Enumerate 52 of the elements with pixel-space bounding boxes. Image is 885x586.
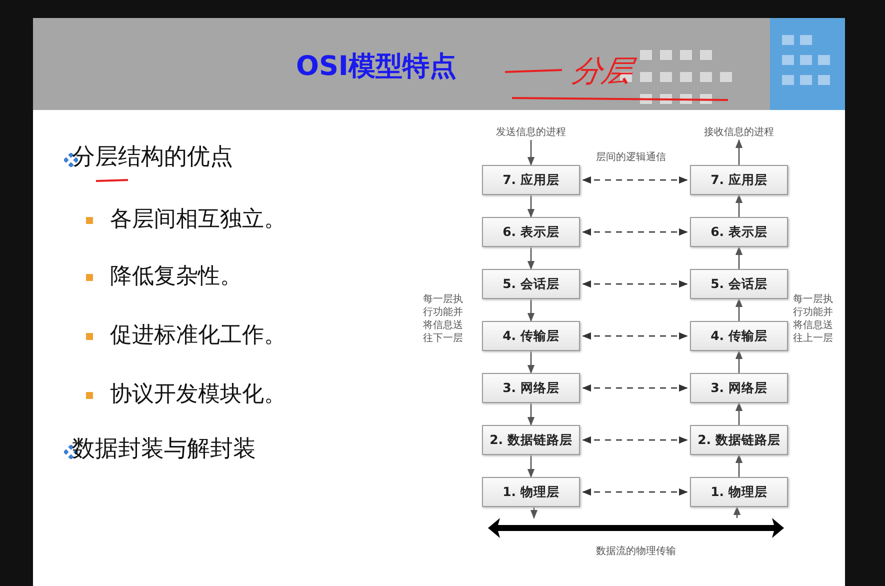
layer-box: 3. 网络层 — [482, 373, 580, 403]
layer-box: 2. 数据链路层 — [690, 425, 788, 455]
dashed-arrow — [582, 384, 688, 392]
sub-bullet-text: 协议开发模块化。 — [110, 381, 286, 409]
arrow — [735, 402, 743, 425]
sub-bullet-text: 促进标准化工作。 — [110, 322, 286, 350]
annotation-text: 层间的逻辑通信 — [596, 151, 666, 164]
dashed-arrow — [582, 176, 688, 184]
dashed-arrow — [582, 436, 688, 444]
arrow — [527, 351, 535, 374]
arrow — [527, 403, 535, 426]
process-label: 发送信息的进程 — [476, 124, 586, 140]
process-label: 接收信息的进程 — [684, 124, 794, 140]
arrow — [735, 298, 743, 321]
arrow — [735, 454, 743, 477]
side-note: 每一层执行功能并将信息送往上一层 — [793, 293, 833, 345]
layer-box: 5. 会话层 — [482, 269, 580, 299]
arrow — [735, 246, 743, 269]
arrow — [733, 506, 741, 518]
slide-title: OSI模型特点 — [296, 50, 456, 84]
sub-bullet-text: 降低复杂性。 — [110, 263, 242, 291]
bullet-text: 分层结构的优点 — [72, 143, 233, 172]
dashed-arrow — [582, 228, 688, 236]
layer-box: 7. 应用层 — [482, 165, 580, 195]
layer-box: 5. 会话层 — [690, 269, 788, 299]
layer-box: 4. 传输层 — [482, 321, 580, 351]
arrow — [527, 140, 535, 166]
arrow — [527, 195, 535, 218]
arrow — [530, 507, 538, 519]
arrow — [527, 299, 535, 322]
layer-box: 1. 物理层 — [690, 477, 788, 507]
sub-bullet-text: 各层间相互独立。 — [110, 206, 286, 234]
layer-box: 1. 物理层 — [482, 477, 580, 507]
caption-text: 数据流的物理传输 — [595, 544, 677, 558]
arrow — [735, 350, 743, 373]
layer-box: 6. 表示层 — [482, 217, 580, 247]
side-note: 每一层执行功能并将信息送往下一层 — [423, 293, 463, 345]
layer-box: 2. 数据链路层 — [482, 425, 580, 455]
dashed-arrow — [582, 280, 688, 288]
layer-box: 4. 传输层 — [690, 321, 788, 351]
layer-box: 7. 应用层 — [690, 165, 788, 195]
handwritten-note: 分层 — [568, 53, 636, 91]
arrow — [735, 139, 743, 165]
transmission-medium-arrow — [488, 518, 784, 538]
layer-box: 6. 表示层 — [690, 217, 788, 247]
bullet-text: 数据封装与解封装 — [72, 435, 256, 464]
layer-box: 3. 网络层 — [690, 373, 788, 403]
arrow — [735, 194, 743, 217]
dashed-arrow — [582, 332, 688, 340]
dashed-arrow — [582, 488, 688, 496]
arrow — [527, 247, 535, 270]
arrow — [527, 455, 535, 478]
